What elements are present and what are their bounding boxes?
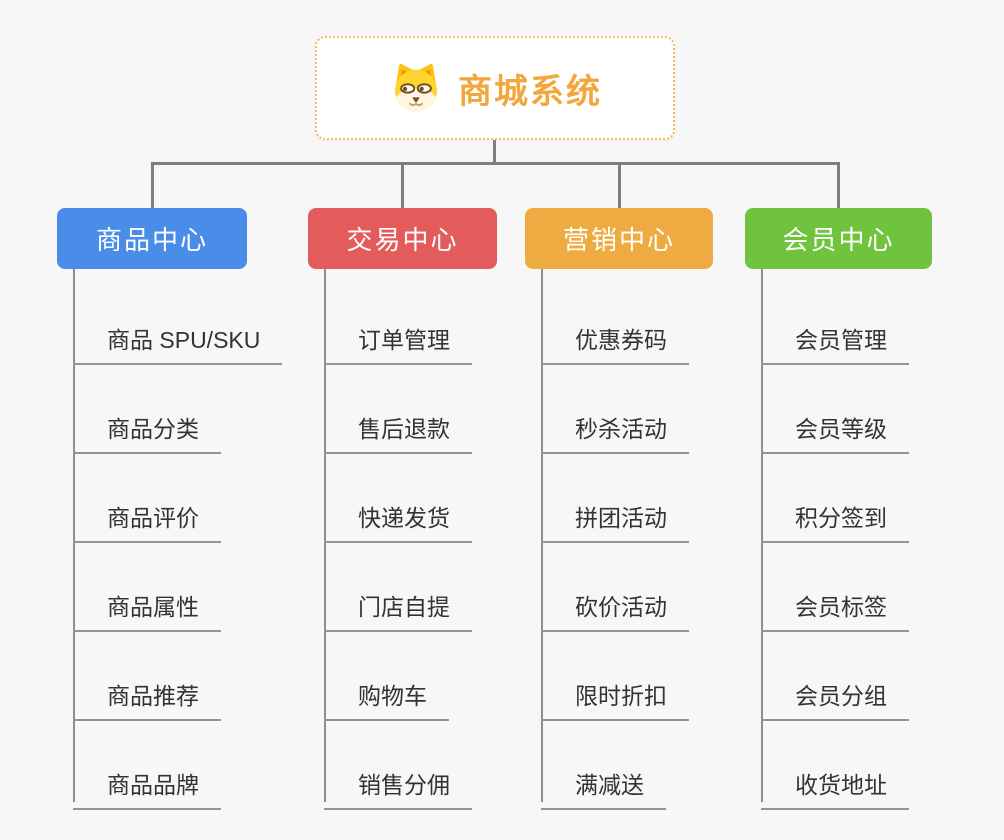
connector-spine-0 [73,269,75,802]
leaf-topic[interactable]: 拼团活动 [541,487,689,543]
connector-root-stem [492,140,496,165]
leaf-topic[interactable]: 砍价活动 [541,576,689,632]
branch-label-3: 会员中心 [782,225,895,255]
leaf-topic[interactable]: 商品推荐 [73,665,221,721]
connector-spine-2 [541,269,543,802]
leaf-topic[interactable]: 积分签到 [761,487,909,543]
branch-label-2: 营销中心 [562,225,675,255]
branch-topic-1[interactable]: 交易中心 [308,208,497,269]
connector-drop-0 [150,162,154,208]
branch-label-0: 商品中心 [95,225,208,255]
connector-spine-3 [761,269,763,802]
leaf-topic[interactable]: 收货地址 [761,754,909,810]
leaf-topic[interactable]: 会员等级 [761,398,909,454]
connector-drop-3 [837,162,840,208]
branch-topic-2[interactable]: 营销中心 [525,208,713,269]
branch-label-1: 交易中心 [346,225,459,255]
leaf-topic[interactable]: 会员分组 [761,665,909,721]
leaf-topic[interactable]: 商品品牌 [73,754,221,810]
leaf-topic[interactable]: 销售分佣 [324,754,472,810]
leaf-topic[interactable]: 门店自提 [324,576,472,632]
leaf-topic[interactable]: 商品分类 [73,398,221,454]
leaf-topic[interactable]: 售后退款 [324,398,472,454]
leaf-topic[interactable]: 商品评价 [73,487,221,543]
leaf-topic[interactable]: 优惠券码 [541,309,689,365]
leaf-topic[interactable]: 订单管理 [324,309,472,365]
leaf-topic[interactable]: 限时折扣 [541,665,689,721]
connector-drop-1 [401,162,404,208]
leaf-topic[interactable]: 秒杀活动 [541,398,689,454]
connector-spine-1 [324,269,326,802]
leaf-topic[interactable]: 会员标签 [761,576,909,632]
root-title: 商城系统 [458,72,602,111]
root-topic[interactable]: 商城系统 [315,36,675,140]
branch-topic-0[interactable]: 商品中心 [57,208,247,269]
leaf-topic[interactable]: 购物车 [324,665,449,721]
branch-topic-3[interactable]: 会员中心 [745,208,932,269]
connector-drop-2 [617,162,621,208]
leaf-topic[interactable]: 快递发货 [324,487,472,543]
leaf-topic[interactable]: 满减送 [541,754,666,810]
leaf-topic[interactable]: 商品 SPU/SKU [73,309,283,365]
connector-bus [150,162,840,165]
leaf-topic[interactable]: 商品属性 [73,576,221,632]
leaf-topic[interactable]: 会员管理 [761,309,909,365]
shiba-dog-icon [395,63,437,112]
